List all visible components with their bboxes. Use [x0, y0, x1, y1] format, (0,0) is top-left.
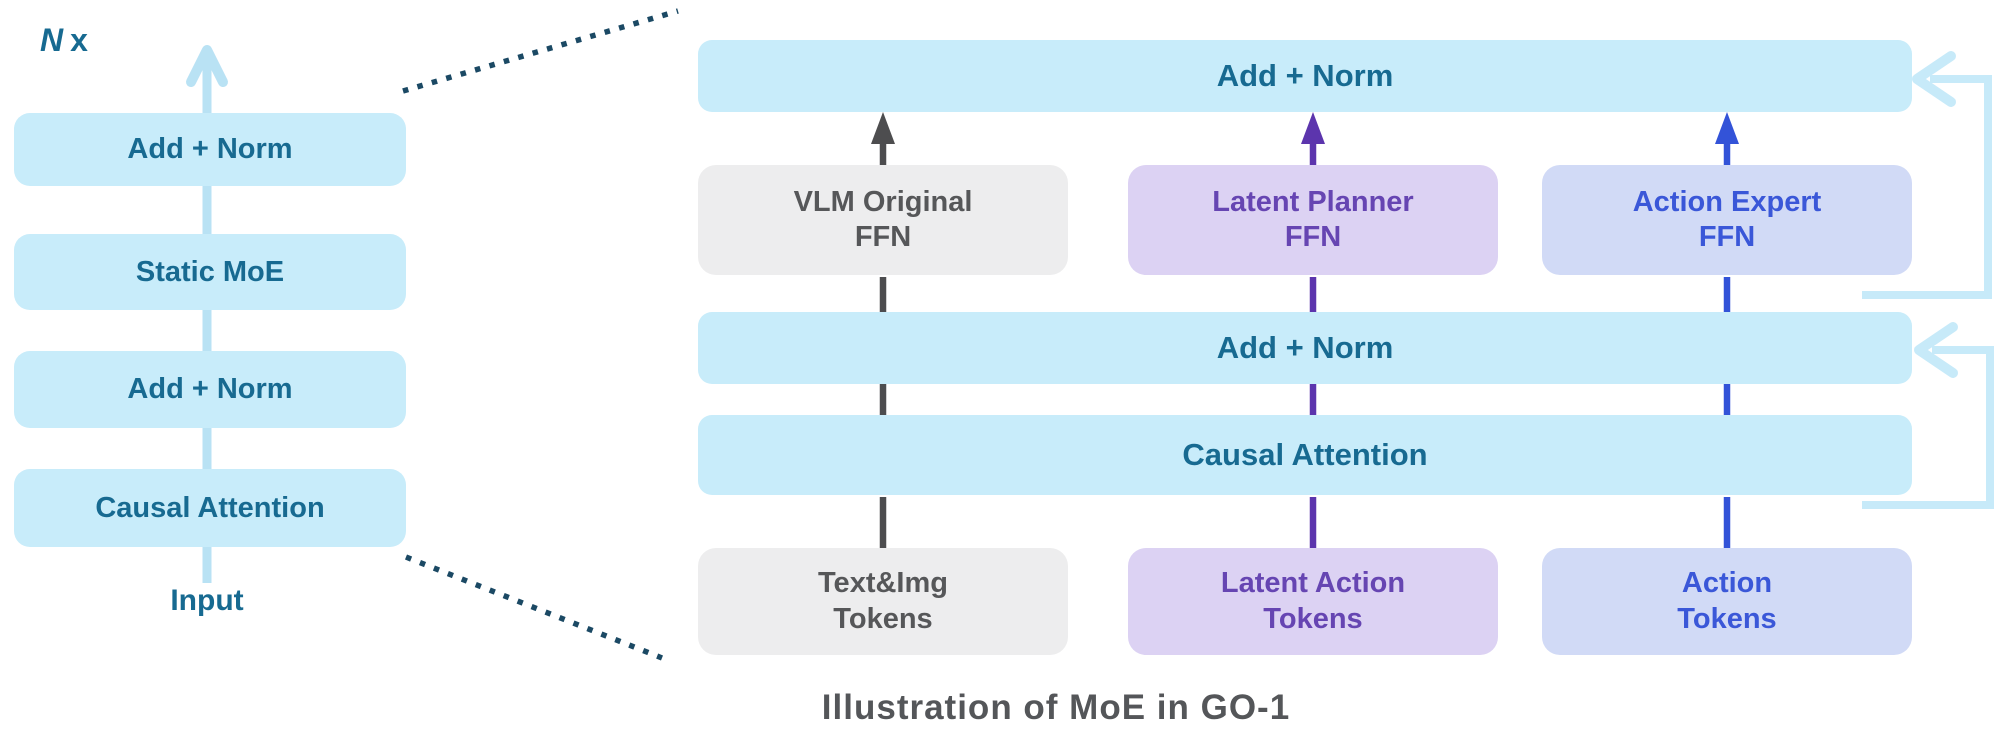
- repeat-n: N: [40, 22, 64, 58]
- expert-box-action-expert-ffn: Action Expert FFN: [1542, 165, 1912, 275]
- left-block-add-norm-top: Add + Norm: [14, 113, 406, 186]
- block-label: Causal Attention: [95, 491, 325, 524]
- left-arrowhead-icon: [1914, 322, 1958, 378]
- action-expert-stream-lines: [1715, 112, 1739, 548]
- bar-label: Causal Attention: [1182, 437, 1428, 472]
- expert-box-latent-planner-ffn: Latent Planner FFN: [1128, 165, 1498, 275]
- block-label: Static MoE: [135, 255, 285, 288]
- expert-label-line2: FFN: [1698, 221, 1756, 253]
- expert-label-line2: FFN: [854, 221, 912, 253]
- expert-label-line1: Latent Planner: [1212, 185, 1414, 218]
- dotted-zoom-line-bottom: [404, 554, 664, 661]
- residual-connections: [1862, 75, 1994, 509]
- right-bar-add-norm-mid: Add + Norm: [698, 312, 1912, 384]
- dotted-zoom-line-top: [402, 8, 679, 94]
- left-block-add-norm-bottom: Add + Norm: [14, 351, 406, 428]
- token-box-latent-action: Latent Action Tokens: [1128, 548, 1498, 655]
- expert-box-vlm-original-ffn: VLM Original FFN: [698, 165, 1068, 275]
- bar-label: Add + Norm: [1216, 330, 1394, 365]
- right-bar-causal-attention: Causal Attention: [698, 415, 1912, 495]
- up-arrowhead-icon: [871, 112, 895, 144]
- latent-planner-stream-lines: [1301, 112, 1325, 548]
- left-block-causal-attention: Causal Attention: [14, 469, 406, 547]
- repeat-x: x: [70, 22, 88, 58]
- left-arrowhead-icon: [1912, 51, 1956, 107]
- token-label-line2: Tokens: [833, 602, 933, 635]
- vlm-stream-lines: [871, 112, 895, 548]
- up-arrow-icon: [186, 45, 228, 87]
- input-label: Input: [170, 584, 244, 617]
- residual-arrowhead-icons: [1912, 51, 1958, 378]
- figure-caption: Illustration of MoE in GO-1: [821, 688, 1291, 727]
- token-box-text-img: Text&Img Tokens: [698, 548, 1068, 655]
- token-box-action: Action Tokens: [1542, 548, 1912, 655]
- residual-connection-top: [1862, 75, 1992, 299]
- right-bar-add-norm-top: Add + Norm: [698, 40, 1912, 112]
- expert-label-line1: VLM Original: [793, 185, 973, 218]
- token-label-line2: Tokens: [1263, 602, 1363, 635]
- token-label-line1: Latent Action: [1220, 567, 1406, 600]
- token-label-line2: Tokens: [1677, 602, 1777, 635]
- block-label: Add + Norm: [127, 133, 293, 165]
- up-arrowhead-icon: [1301, 112, 1325, 144]
- block-label: Add + Norm: [127, 373, 293, 405]
- expert-label-line2: FFN: [1284, 221, 1342, 253]
- dotted-zoom-lines: [402, 8, 679, 661]
- left-block-static-moe: Static MoE: [14, 234, 406, 310]
- up-arrowhead-icon: [1715, 112, 1739, 144]
- token-label-line1: Text&Img: [818, 567, 948, 600]
- residual-connection-mid: [1862, 346, 1994, 509]
- bar-label: Add + Norm: [1216, 58, 1394, 93]
- expert-label-line1: Action Expert: [1632, 185, 1822, 218]
- token-label-line1: Action: [1681, 567, 1773, 600]
